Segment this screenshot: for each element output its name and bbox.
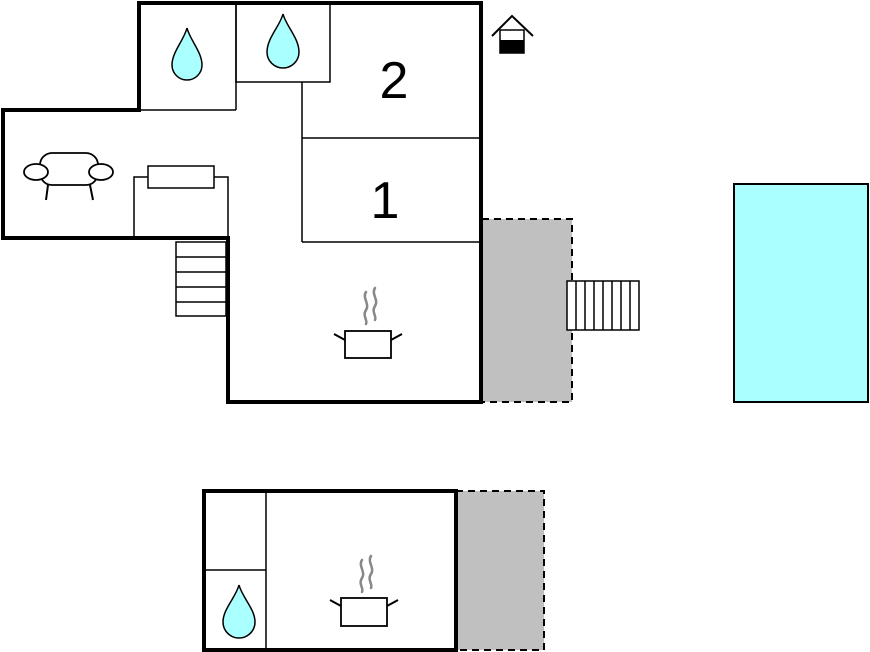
main-house-outline bbox=[1, 1, 483, 404]
bedroom-2-label: 2 bbox=[380, 52, 409, 110]
bedroom-1-label: 1 bbox=[371, 172, 400, 230]
terrace-annex bbox=[455, 490, 545, 651]
water-drop-icon bbox=[222, 584, 256, 639]
bed-icon bbox=[133, 165, 229, 239]
sofa-icon bbox=[23, 152, 114, 201]
annex-interior-walls bbox=[204, 491, 267, 650]
stairs-icon bbox=[566, 280, 640, 331]
terrace-main bbox=[481, 218, 573, 403]
water-drop-icon bbox=[266, 13, 300, 69]
water-drop-icon bbox=[171, 27, 203, 81]
cooking-pot-icon bbox=[329, 554, 399, 627]
stairs-icon bbox=[175, 241, 227, 317]
cooking-pot-icon bbox=[333, 286, 403, 359]
pool bbox=[733, 183, 869, 403]
fireplace-icon bbox=[491, 14, 534, 54]
interior-walls bbox=[139, 2, 481, 243]
